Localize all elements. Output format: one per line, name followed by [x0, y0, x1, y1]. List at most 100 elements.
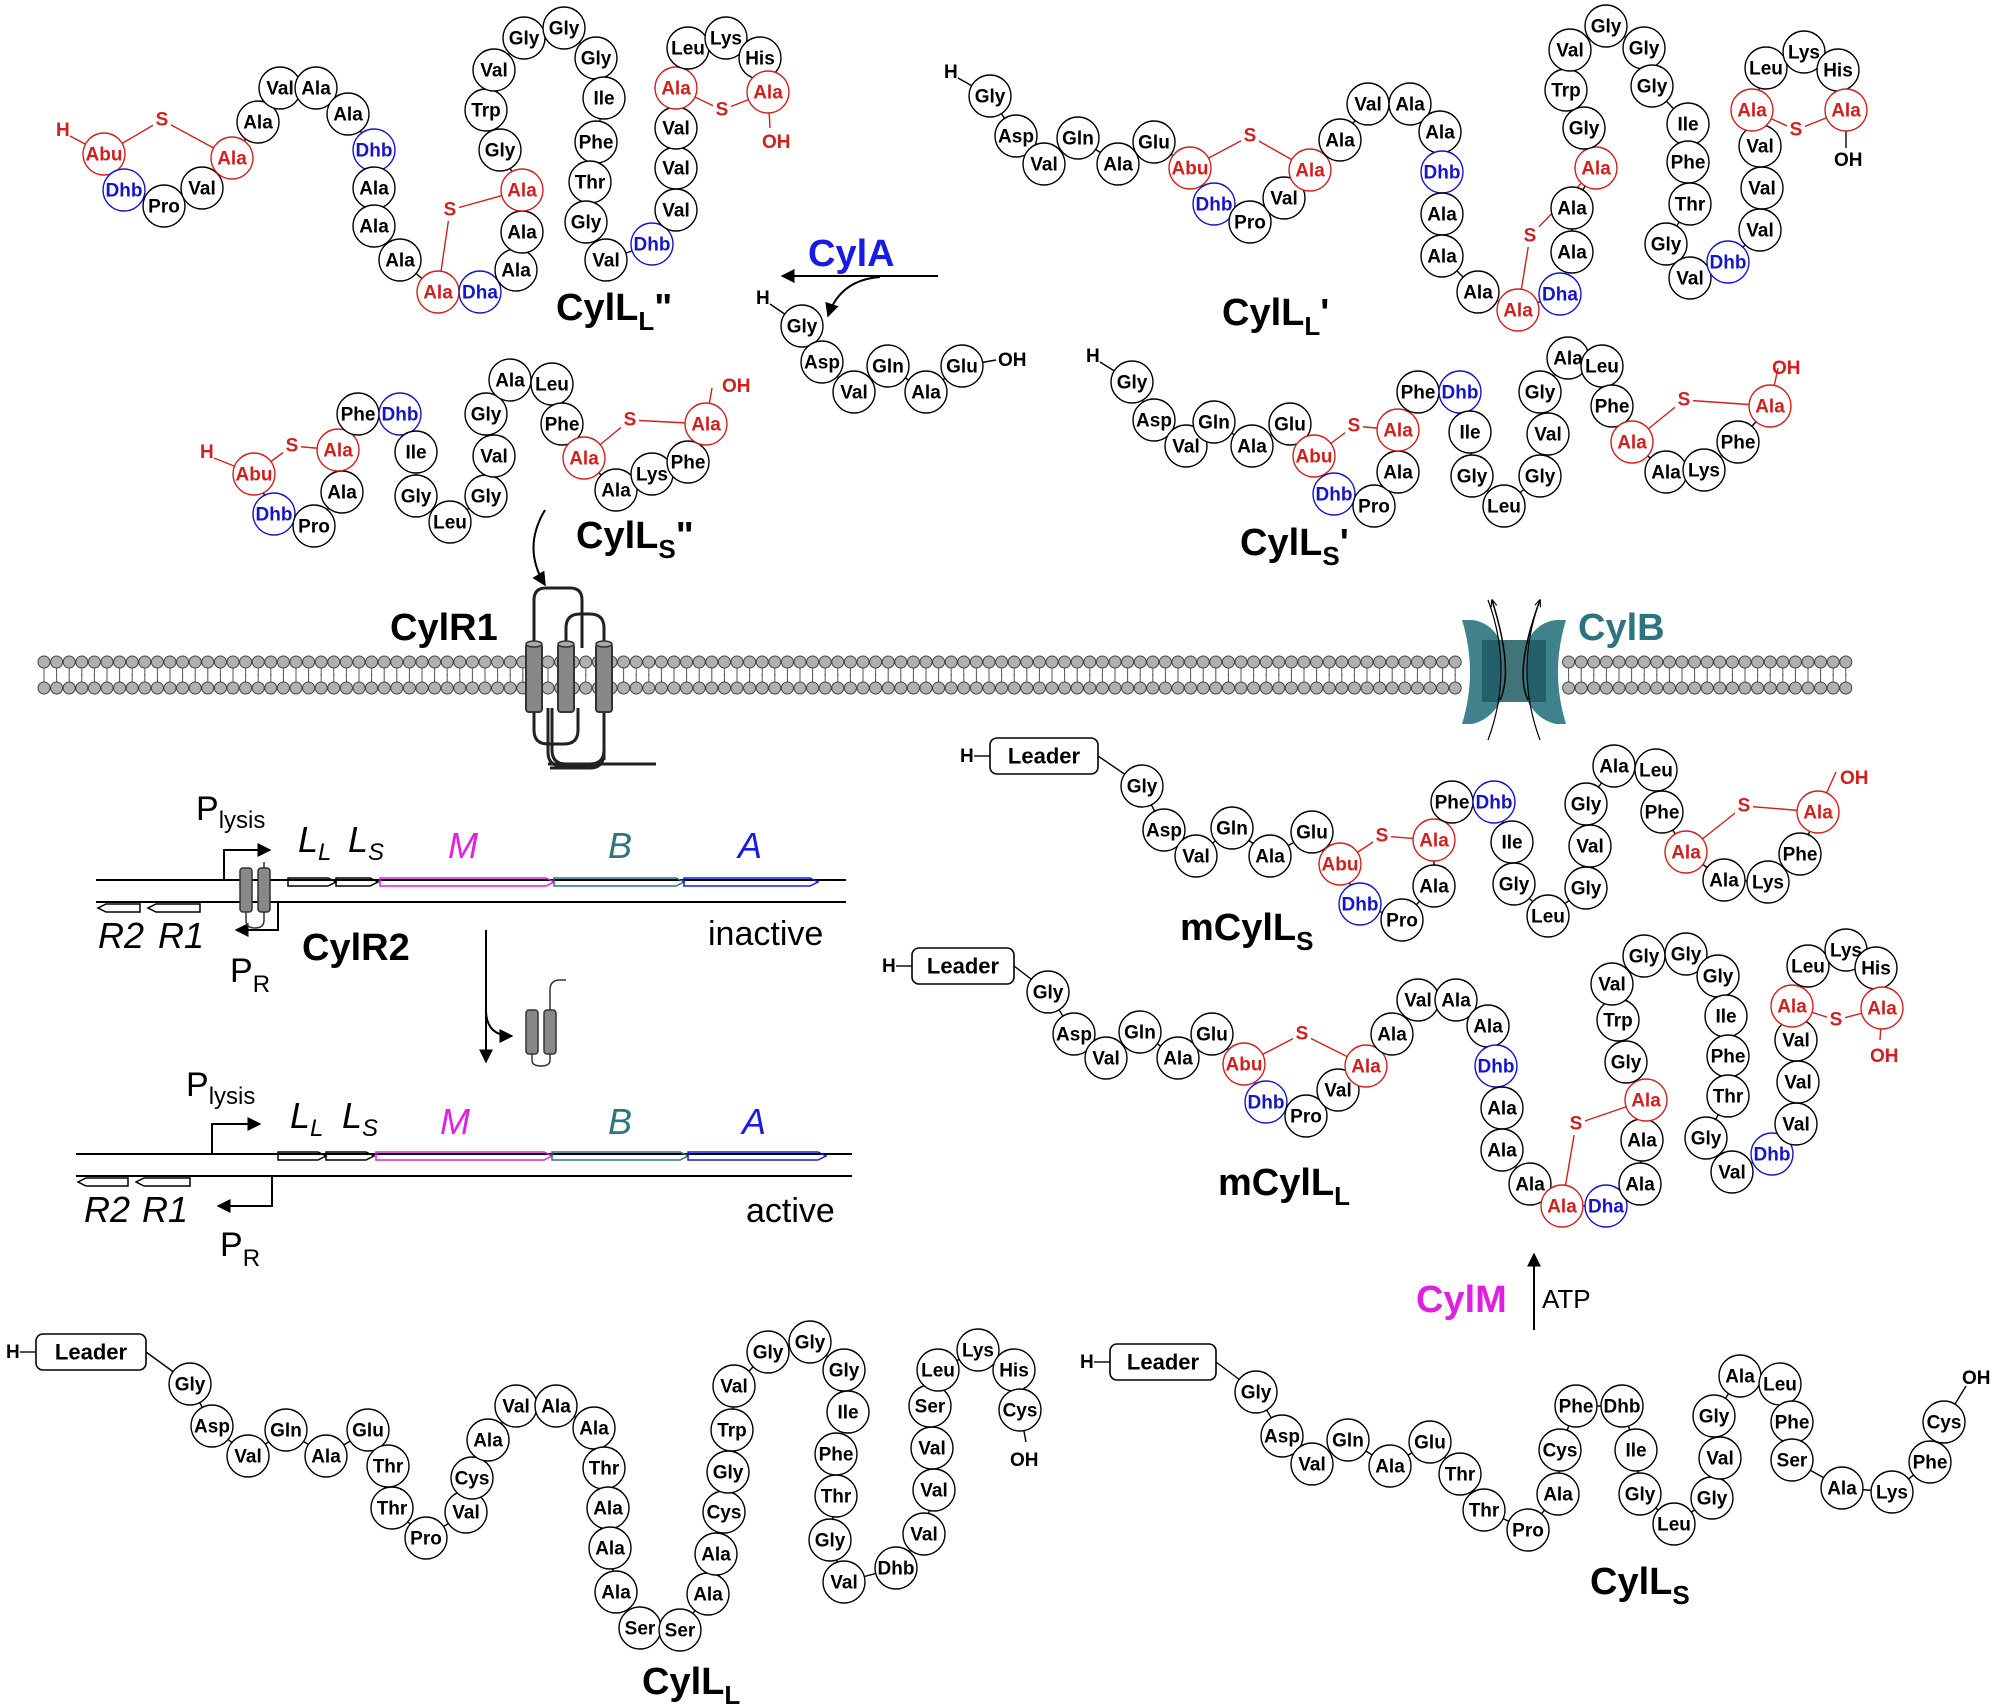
residue-phe: Phe	[814, 1432, 858, 1476]
residue-circle	[1550, 230, 1594, 274]
peptide-cylll-prime: SSSHOHGlyAspValGlnAlaGluAbuDhbProValAlaA…	[944, 4, 1868, 332]
lipid-head	[1058, 655, 1072, 669]
residue-label: Ala	[1503, 301, 1533, 322]
residue-label: Ala	[1625, 1175, 1655, 1196]
residue-label: Ala	[1755, 397, 1785, 418]
lipid-head	[1322, 655, 1336, 669]
residue-phe: Phe	[1590, 384, 1634, 428]
residue-circle	[1312, 472, 1356, 516]
residue-label: His	[745, 49, 775, 70]
residue-circle	[142, 184, 186, 228]
residue-label: Val	[452, 1503, 479, 1524]
lipid-head	[1083, 681, 1097, 695]
residue-label: Dhb	[1604, 1397, 1641, 1418]
lipid-head	[1436, 681, 1450, 695]
residue-label: Ala	[1651, 463, 1681, 484]
residue-val: Val	[584, 238, 628, 282]
residue-circle	[1782, 30, 1826, 74]
residue-label: His	[1861, 959, 1891, 980]
lipid-head	[37, 655, 51, 669]
sulfur-bg	[1345, 415, 1363, 437]
residue-thr: Thr	[366, 1444, 410, 1488]
residue-lys: Lys	[1870, 1470, 1914, 1514]
gene-ll-label-inactive: LL	[298, 819, 331, 866]
lipid-head	[730, 655, 744, 669]
residue-val: Val	[902, 1512, 946, 1556]
residue-gln: Gln	[1118, 1010, 1162, 1054]
residue-label: Val	[1324, 1081, 1351, 1102]
residue-label: Gly	[485, 141, 516, 162]
residue-lys: Lys	[1782, 30, 1826, 74]
residue-label: His	[1823, 61, 1853, 82]
residue-ala: Ala	[1434, 978, 1478, 1022]
n-terminal-h: H	[1080, 1352, 1094, 1373]
residue-gly: Gly	[1630, 64, 1674, 108]
residue-label: Dhb	[382, 405, 419, 426]
lipid-head	[869, 655, 883, 669]
residue-label: Ala	[753, 83, 783, 104]
residue-val: Val	[654, 106, 698, 150]
residue-phe: Phe	[574, 120, 618, 164]
lipid-head	[856, 681, 870, 695]
lipid-head	[1146, 655, 1160, 669]
residue-ala: Ala	[1508, 1162, 1552, 1206]
residue-abu: Abu	[82, 132, 126, 176]
residue-dhb: Dhb	[1750, 1132, 1794, 1176]
residue-thr: Thr	[1462, 1488, 1506, 1532]
residue-ala: Ala	[594, 468, 638, 512]
residue-ala: Ala	[494, 248, 538, 292]
residue-circle	[1450, 454, 1494, 498]
residue-ile: Ile	[1490, 820, 1534, 864]
residue-ala: Ala	[1702, 858, 1746, 902]
lipid-head	[352, 681, 366, 695]
residue-label: Pro	[410, 1529, 442, 1550]
lipid-head	[1662, 655, 1676, 669]
lipid-head	[264, 681, 278, 695]
residue-label: Ala	[495, 371, 525, 392]
residue-label: Dhb	[1342, 895, 1379, 916]
residue-label: Ala	[1237, 437, 1267, 458]
residue-circle	[1118, 1010, 1162, 1054]
residue-circle	[1244, 1080, 1288, 1124]
residue-circle	[1482, 484, 1526, 528]
lipid-head	[818, 681, 832, 695]
residue-circle	[472, 434, 516, 478]
lipid-head	[692, 655, 706, 669]
lipid-head	[1713, 655, 1727, 669]
lipid-head	[1423, 655, 1437, 669]
lipid-head	[1801, 655, 1815, 669]
lipid-head	[314, 681, 328, 695]
lipid-head	[1788, 655, 1802, 669]
residue-circle	[1192, 400, 1236, 444]
residue-circle	[1778, 832, 1822, 876]
lipid-head	[402, 655, 416, 669]
residue-circle	[1290, 1442, 1334, 1486]
lipid-head	[188, 655, 202, 669]
residue-label: Ser	[915, 1397, 946, 1418]
residue-phe: Phe	[1908, 1440, 1952, 1484]
residue-ala: Ala	[586, 1486, 630, 1530]
residue-circle	[1554, 1384, 1598, 1428]
lipid-head	[428, 655, 442, 669]
residue-pro: Pro	[292, 504, 336, 548]
residue-ala: Ala	[500, 168, 544, 212]
residue-circle	[264, 1408, 308, 1452]
sulfur-bg	[1567, 1113, 1585, 1135]
lipid-head	[276, 681, 290, 695]
lipid-head	[1058, 681, 1072, 695]
n-terminal-h: H	[200, 442, 214, 463]
residue-circle	[294, 66, 338, 110]
residue-circle	[1318, 842, 1362, 886]
sulfur-bg	[621, 409, 639, 431]
residue-gly: Gly	[464, 474, 508, 518]
residue-circle	[1698, 1436, 1742, 1480]
residue-ala: Ala	[1644, 450, 1688, 494]
lipid-head	[163, 681, 177, 695]
residue-circle	[564, 200, 608, 244]
residue-label: Ala	[1867, 999, 1897, 1020]
residue-label: Gly	[1117, 373, 1148, 394]
lipid-head	[176, 655, 190, 669]
residue-label: Phe	[1401, 383, 1436, 404]
residue-ala: Ala	[1248, 834, 1292, 878]
lipid-head	[1196, 655, 1210, 669]
